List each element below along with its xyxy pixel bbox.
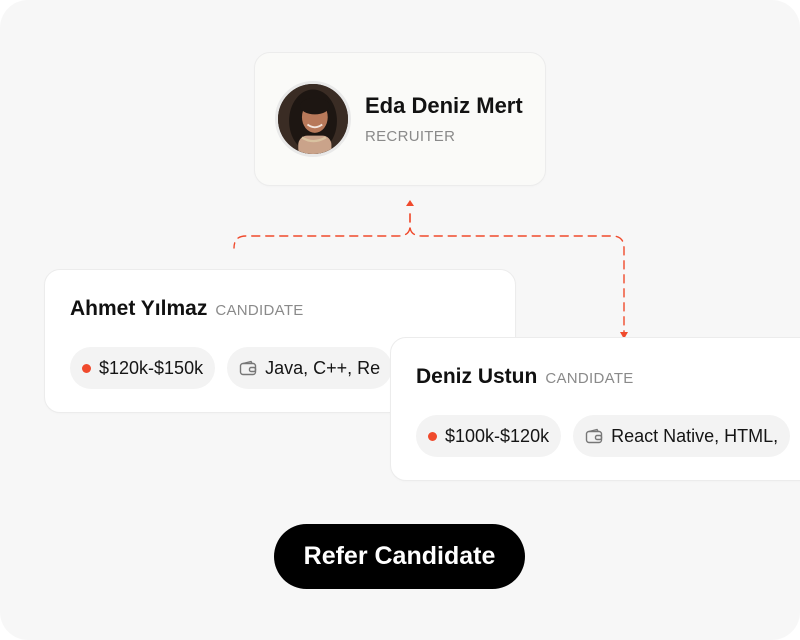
skills-list: React Native, HTML,: [611, 425, 779, 446]
connector-to-ahmet: [233, 213, 411, 249]
salary-chip: $120k-$150k: [70, 347, 216, 389]
skills-chip: React Native, HTML,: [573, 415, 791, 457]
salary-range: $120k-$150k: [99, 357, 204, 378]
skills-chip: Java, C++, Re: [227, 347, 393, 389]
arrow-up-icon: [406, 200, 414, 206]
candidate-name: Ahmet Yılmaz: [70, 297, 208, 320]
recruiter-card[interactable]: Eda Deniz Mert RECRUITER: [254, 52, 546, 186]
refer-candidate-button[interactable]: Refer Candidate: [274, 524, 525, 589]
candidate-role-label: CANDIDATE: [215, 302, 304, 319]
avatar: [275, 81, 351, 157]
salary-chip: $100k-$120k: [416, 415, 562, 457]
recruiter-role-label: RECRUITER: [365, 128, 456, 145]
skills-list: Java, C++, Re: [265, 357, 381, 378]
candidate-card-deniz[interactable]: Deniz Ustun CANDIDATE $100k-$120k React …: [390, 337, 800, 481]
candidate-role-label: CANDIDATE: [545, 370, 634, 387]
candidate-name: Deniz Ustun: [416, 365, 538, 388]
red-dot-icon: [428, 431, 437, 441]
wallet-icon: [585, 428, 603, 444]
recruiter-name: Eda Deniz Mert: [365, 93, 523, 118]
red-dot-icon: [82, 363, 91, 373]
wallet-icon: [239, 360, 257, 376]
salary-range: $100k-$120k: [445, 425, 550, 446]
recruiter-avatar-photo: [278, 84, 348, 154]
